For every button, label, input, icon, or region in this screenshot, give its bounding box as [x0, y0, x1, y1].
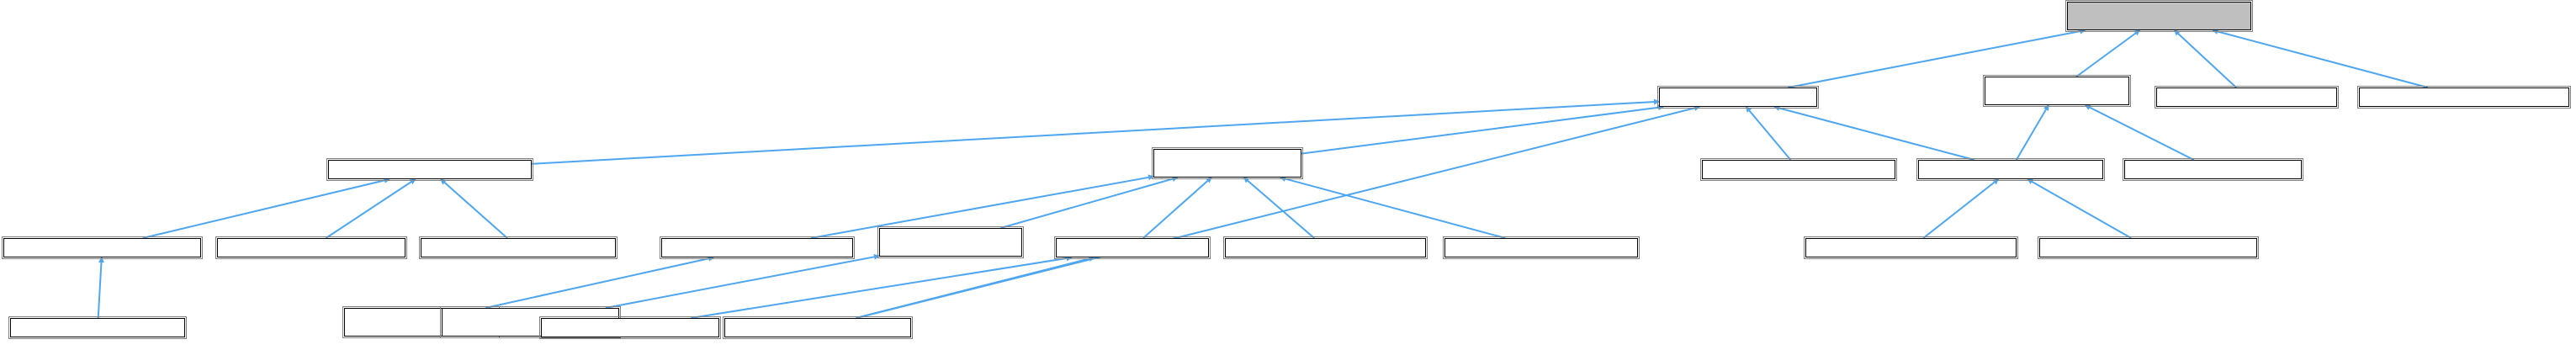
graph-node-sweptsurface[interactable] — [1916, 158, 2105, 181]
graph-node-cylindricalsurface[interactable] — [877, 226, 1024, 258]
graph-edge-makeplane-to-plane — [691, 255, 1073, 319]
graph-edge-sweptsurface-to-generaltransformshape — [2015, 104, 2049, 161]
graph-node-trimmedsurface[interactable] — [419, 236, 617, 259]
graph-edge-beziersurface-to-boundedsurface — [325, 178, 416, 239]
graph-edge-sweptsurface-to-geom3surface — [1773, 105, 1974, 161]
graph-edge-geom3surface-to-root — [1788, 28, 2086, 88]
graph-node-shapecustomsurface[interactable] — [723, 316, 913, 339]
graph-node-withattrmodeling[interactable] — [2123, 158, 2303, 181]
graph-node-generaltransformshape[interactable] — [1983, 75, 2131, 107]
graph-edge-trimmedsurface-to-boundedsurface — [440, 178, 508, 239]
graph-node-makeplane[interactable] — [539, 316, 721, 339]
graph-node-toroidalsurface[interactable] — [1443, 236, 1640, 259]
graph-node-geom3surface[interactable] — [1657, 86, 1819, 109]
graph-edge-bsplinesurface-to-boundedsurface — [142, 177, 390, 239]
graph-edge-toroidalsurface-to-elementarysurface — [1280, 176, 1506, 239]
graph-node-beziersurface[interactable] — [215, 236, 407, 259]
graph-node-root[interactable] — [2065, 0, 2253, 32]
graph-edge-conicalsurface-to-elementarysurface — [810, 174, 1154, 239]
graph-edge-boundedsurface-to-geom3surface — [531, 98, 1660, 165]
graph-node-plane[interactable] — [1054, 236, 1211, 259]
graph-edge-surfaceofrevolution-to-sweptsurface — [2027, 178, 2132, 239]
graph-node-bsplinesurface[interactable] — [2, 236, 203, 259]
graph-edge-makeconicalsurface-to-conicalsurface — [485, 255, 715, 309]
graph-edge-surfaceofextrusion-to-sweptsurface — [1922, 178, 2000, 239]
graph-edge-withattrmodeling-to-generaltransformshape — [2084, 104, 2195, 161]
graph-node-elementarysurface[interactable] — [1152, 147, 1303, 179]
graph-edge-sphericalsurface-to-elementarysurface — [1243, 177, 1315, 239]
graph-node-meshtransform[interactable] — [2155, 86, 2339, 109]
graph-edge-elementarysurface-to-geom3surface — [1301, 104, 1665, 155]
graph-edge-generaltransformshape-to-root — [2075, 29, 2141, 77]
graph-edge-offsetsurface-to-geom3surface — [1745, 106, 1792, 161]
graph-node-tmsplinetransform[interactable] — [2357, 86, 2571, 109]
graph-edge-nurbssurfaceedit-to-bsplinesurface — [97, 257, 104, 319]
graph-edge-tmsplinetransform-to-root — [2212, 29, 2429, 88]
graph-edge-shapecustomsurface-to-plane — [856, 256, 1095, 319]
graph-node-sphericalsurface[interactable] — [1223, 236, 1428, 259]
graph-node-conicalsurface[interactable] — [660, 236, 855, 259]
graph-node-surfaceofrevolution[interactable] — [2038, 236, 2259, 259]
graph-edge-plane-to-elementarysurface — [1142, 177, 1212, 239]
graph-edge-makecylindricalsurface-to-cylindricalsurface — [605, 253, 880, 309]
graph-edge-cylindricalsurface-to-elementarysurface — [1000, 176, 1179, 229]
graph-edge-meshtransform-to-root — [2174, 29, 2237, 88]
graph-node-boundedsurface[interactable] — [326, 158, 533, 181]
graph-node-offsetsurface[interactable] — [1700, 158, 1897, 181]
graph-node-nurbssurfaceedit[interactable] — [8, 316, 187, 339]
graph-node-surfaceofextrusion[interactable] — [1804, 236, 2018, 259]
